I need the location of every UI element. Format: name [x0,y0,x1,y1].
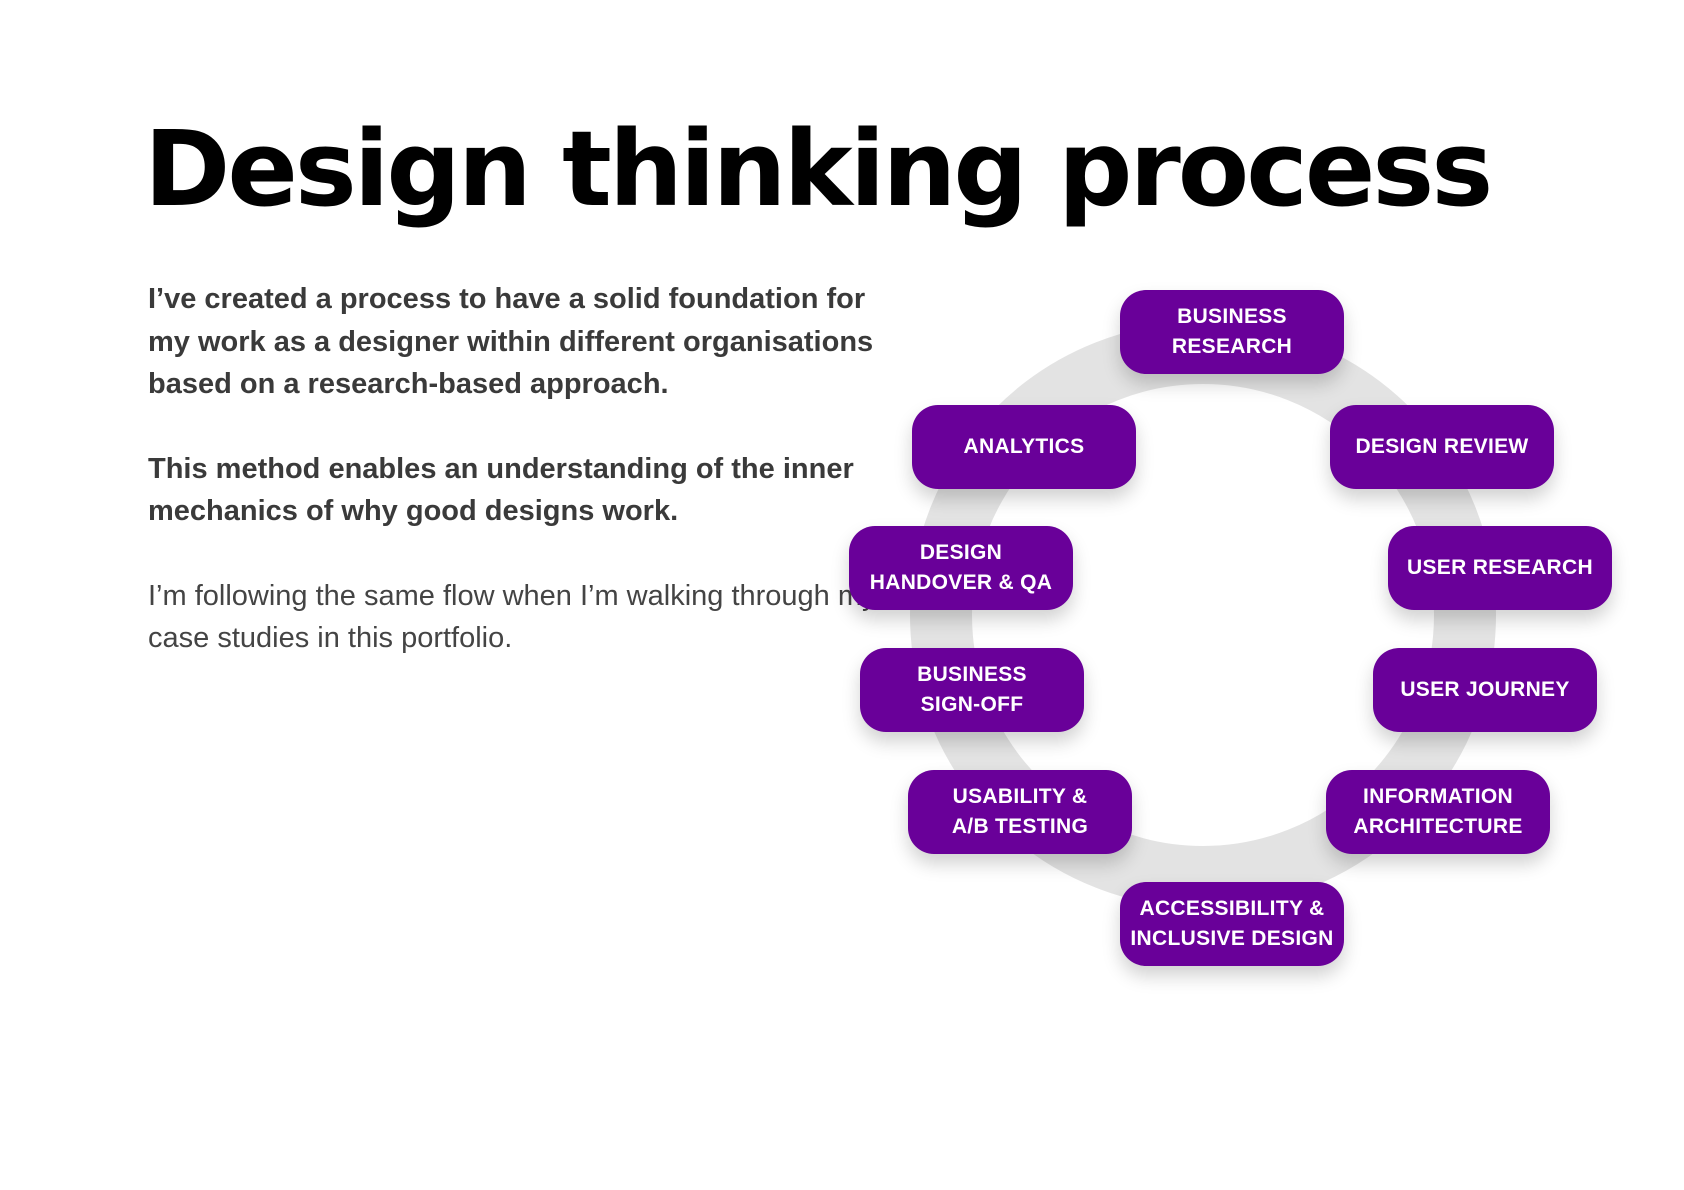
step-information-architecture[interactable]: INFORMATION ARCHITECTURE [1326,770,1550,854]
step-analytics[interactable]: ANALYTICS [912,405,1136,489]
intro-paragraph-3: I’m following the same flow when I’m wal… [148,579,877,655]
process-cycle-diagram: BUSINESS RESEARCH DESIGN REVIEW USER RES… [840,280,1630,980]
step-user-research[interactable]: USER RESEARCH [1388,526,1612,610]
step-business-research[interactable]: BUSINESS RESEARCH [1120,290,1344,374]
step-usability-ab-testing[interactable]: USABILITY & A/B TESTING [908,770,1132,854]
step-business-sign-off[interactable]: BUSINESS SIGN-OFF [860,648,1084,732]
intro-paragraph-1: I’ve created a process to have a solid f… [148,283,874,400]
intro-paragraph-2: This method enables an understanding of … [148,452,854,528]
step-user-journey[interactable]: USER JOURNEY [1373,648,1597,732]
page-title: Design thinking process [144,108,1493,230]
step-design-review[interactable]: DESIGN REVIEW [1330,405,1554,489]
step-accessibility-inclusive-design[interactable]: ACCESSIBILITY & INCLUSIVE DESIGN [1120,882,1344,966]
intro-text: I’ve created a process to have a solid f… [148,278,878,702]
step-design-handover-qa[interactable]: DESIGN HANDOVER & QA [849,526,1073,610]
